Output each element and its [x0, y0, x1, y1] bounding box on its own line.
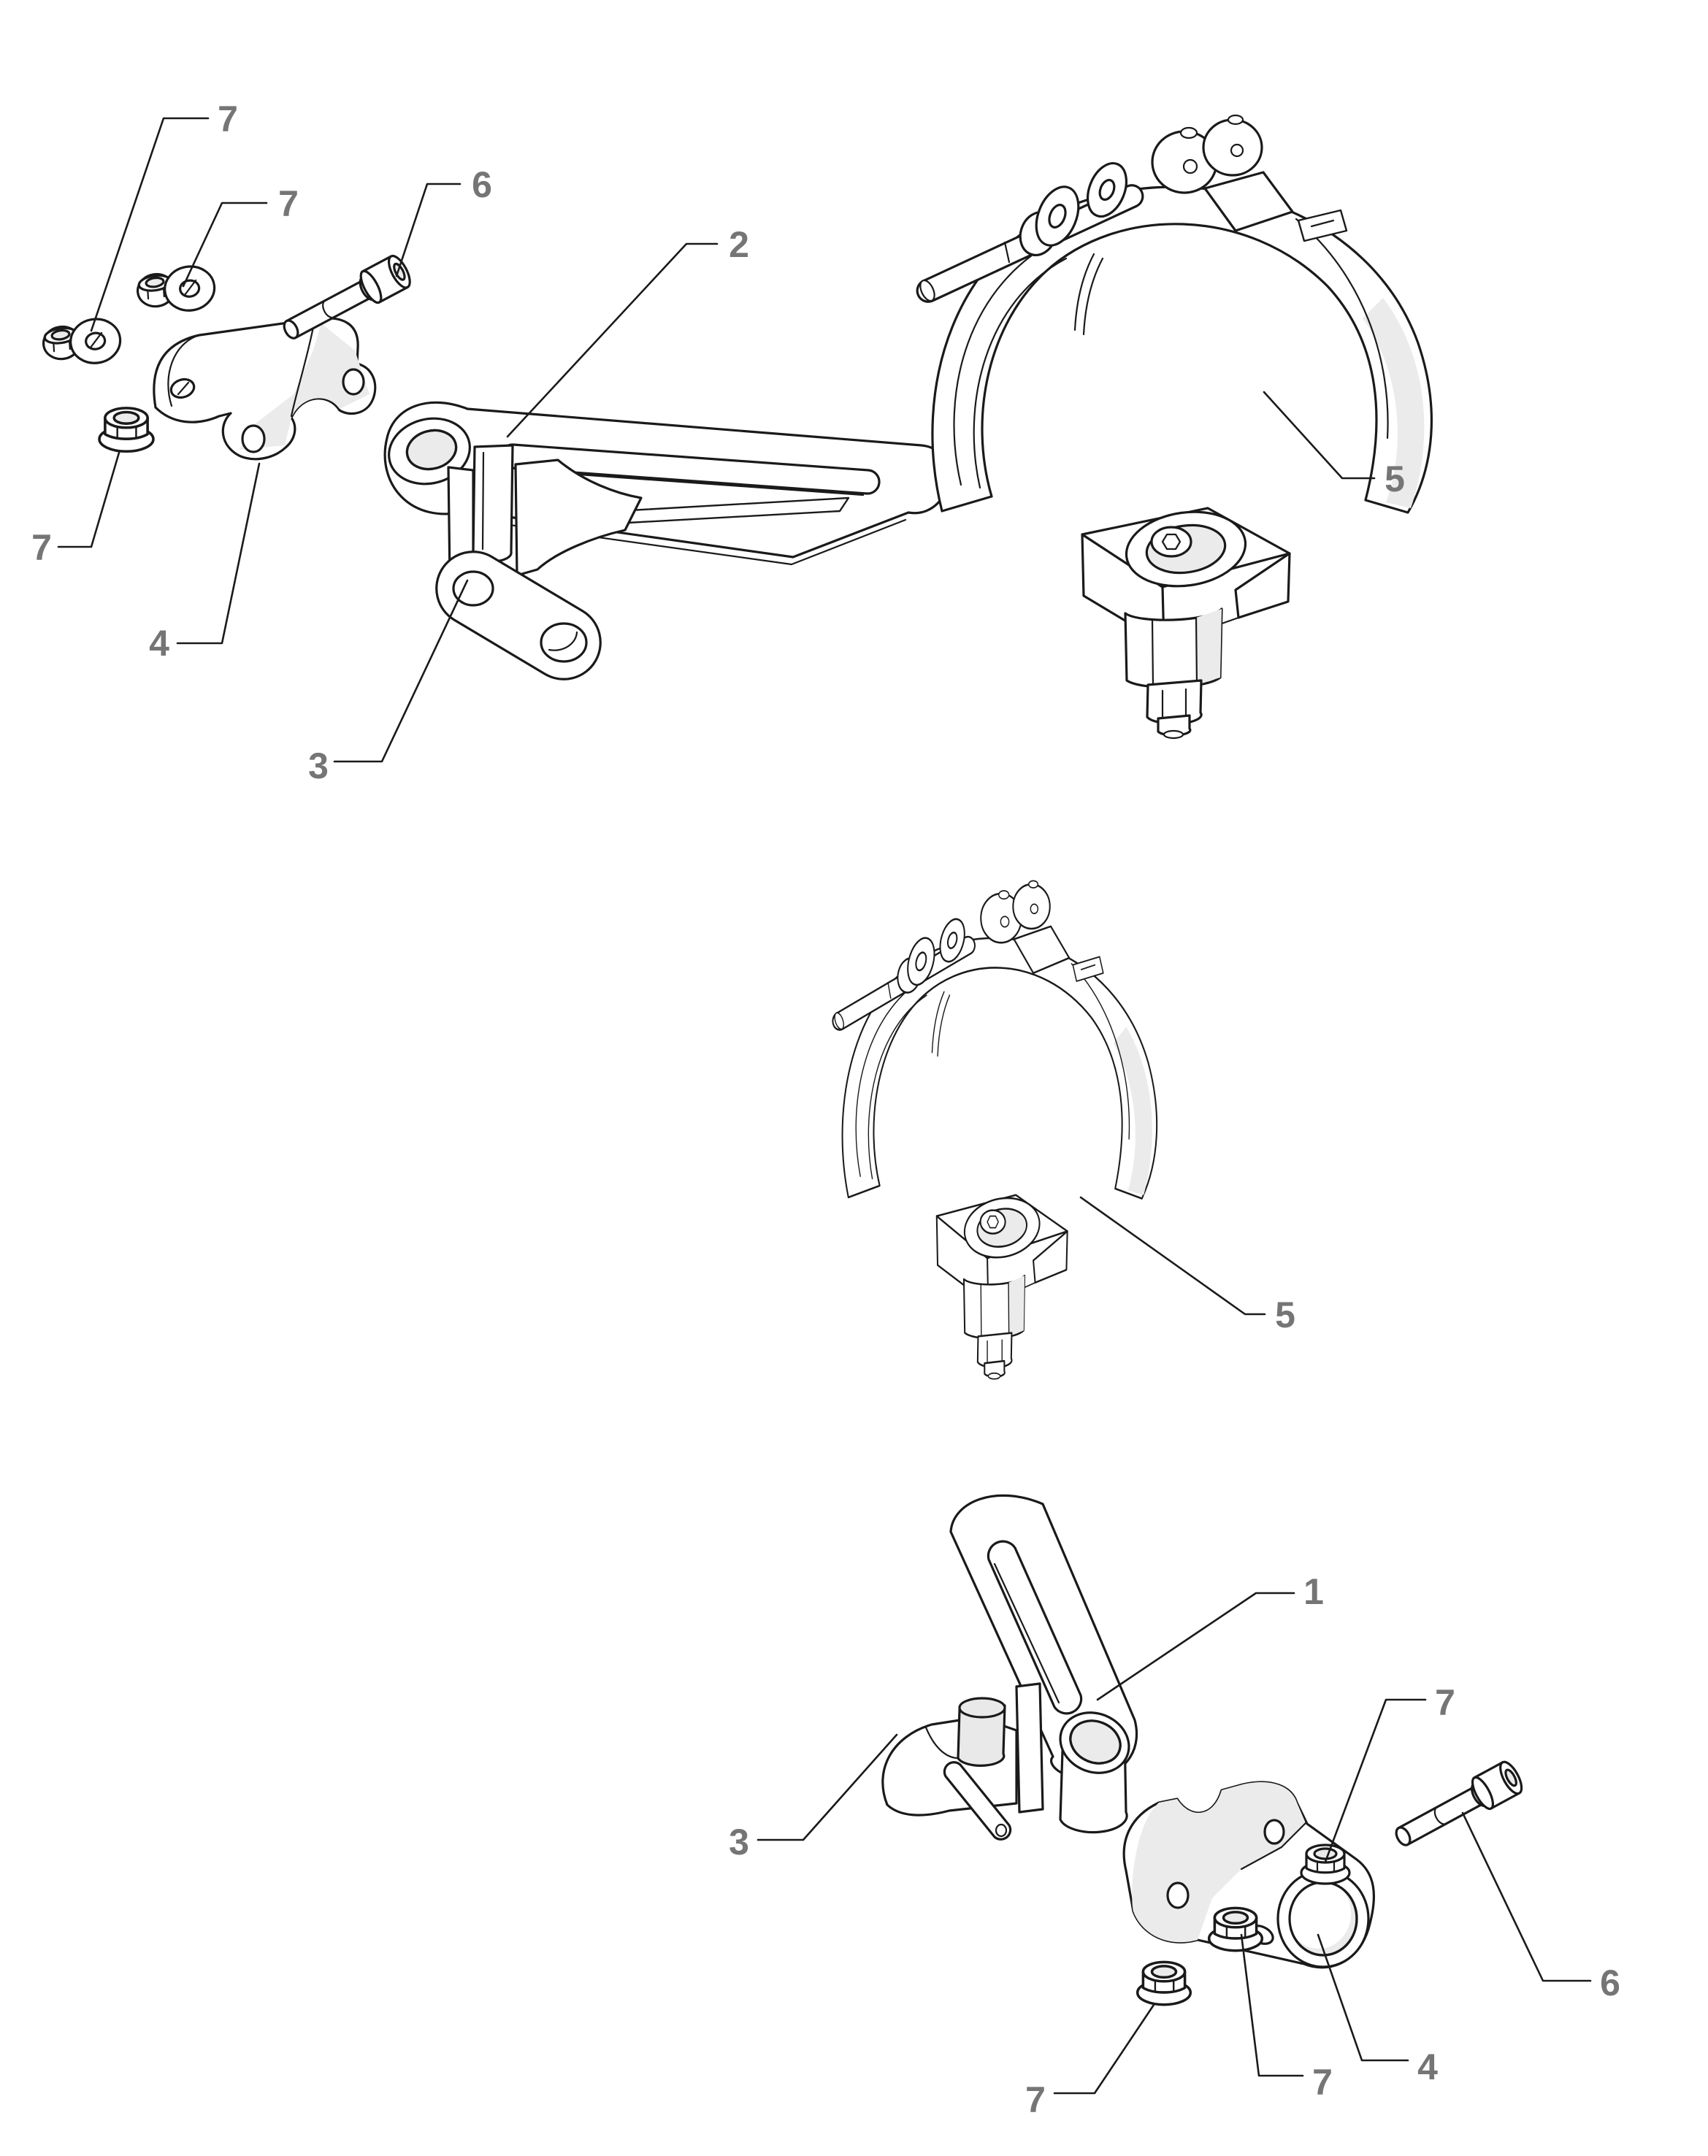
flange-nut-washer-b	[134, 262, 219, 319]
leader-line-clevis-link-lower	[757, 1733, 898, 1841]
leader-line-clamp-block-lower	[1317, 1933, 1409, 2062]
callout-label-7-lock-nut-n1: 7	[1435, 1682, 1455, 1723]
callout-label-7-flange-nut-washer-a: 7	[218, 99, 238, 139]
leader-line-clevis-link-upper	[333, 579, 469, 763]
leader-line-clamp-block-upper	[176, 462, 261, 645]
leader-line-lock-nut-upper	[57, 451, 120, 548]
leader-line-band-clamp-middle	[1079, 1196, 1266, 1316]
callout-label-1-slotted-bracket: 1	[1303, 1571, 1324, 1612]
callout-label-4-clamp-block-upper: 4	[149, 623, 169, 664]
clevis-link-upper	[435, 444, 643, 680]
socket-head-bolt-lower	[1388, 1757, 1527, 1856]
callout-label-5-band-clamp-upper: 5	[1385, 459, 1405, 499]
flange-nut-washer-a	[39, 315, 125, 372]
callout-layer: 7 7 6 2 5 7 4 3 5 1 7 3 6 4 7 7	[31, 99, 1620, 2120]
callout-label-7-flange-nut-washer-b: 7	[278, 183, 299, 224]
clamp-block-upper	[153, 317, 377, 461]
callout-label-7-lock-nut-n2: 7	[1312, 2062, 1333, 2103]
lock-nut-upper	[98, 407, 155, 453]
upper-assembly	[39, 251, 949, 680]
lower-assembly	[881, 1494, 1527, 2006]
band-clamp-middle	[832, 880, 1158, 1381]
lock-nut-n3	[1136, 1960, 1192, 2006]
callout-label-7-lock-nut-n3: 7	[1025, 2079, 1046, 2120]
leader-line-lock-nut-n2	[1240, 1933, 1304, 2077]
leader-line-slotted-bracket	[1096, 1592, 1295, 1701]
callout-label-4-clamp-block-lower: 4	[1417, 2046, 1438, 2087]
callout-label-7-lock-nut-upper: 7	[31, 527, 52, 568]
callout-label-3-clevis-link-upper: 3	[308, 745, 329, 786]
band-clamp-upper	[916, 114, 1433, 740]
clevis-link-lower	[881, 1682, 1044, 1841]
callout-label-6-socket-head-bolt-lower: 6	[1600, 1963, 1620, 2003]
leader-line-socket-head-bolt-upper	[395, 183, 462, 277]
callout-label-3-clevis-link-lower: 3	[729, 1822, 749, 1862]
leader-line-band-clamp-upper	[1263, 391, 1376, 480]
slotted-bracket	[949, 1494, 1138, 1834]
leader-line-flange-nut-washer-a	[90, 117, 210, 332]
leader-line-flange-nut-washer-b	[182, 202, 268, 288]
lock-nut-n2	[1207, 1906, 1264, 1952]
lock-nut-n1	[1300, 1844, 1351, 1885]
leader-line-lock-nut-n1	[1324, 1698, 1427, 1863]
leader-line-socket-head-bolt-lower	[1461, 1811, 1592, 1982]
callout-label-5-band-clamp-middle: 5	[1275, 1294, 1295, 1335]
callout-label-2-adjustment-arm: 2	[729, 224, 749, 265]
leader-line-adjustment-arm	[506, 242, 719, 438]
callout-label-6-socket-head-bolt-upper: 6	[472, 164, 492, 205]
leader-line-lock-nut-n3	[1053, 2003, 1155, 2095]
